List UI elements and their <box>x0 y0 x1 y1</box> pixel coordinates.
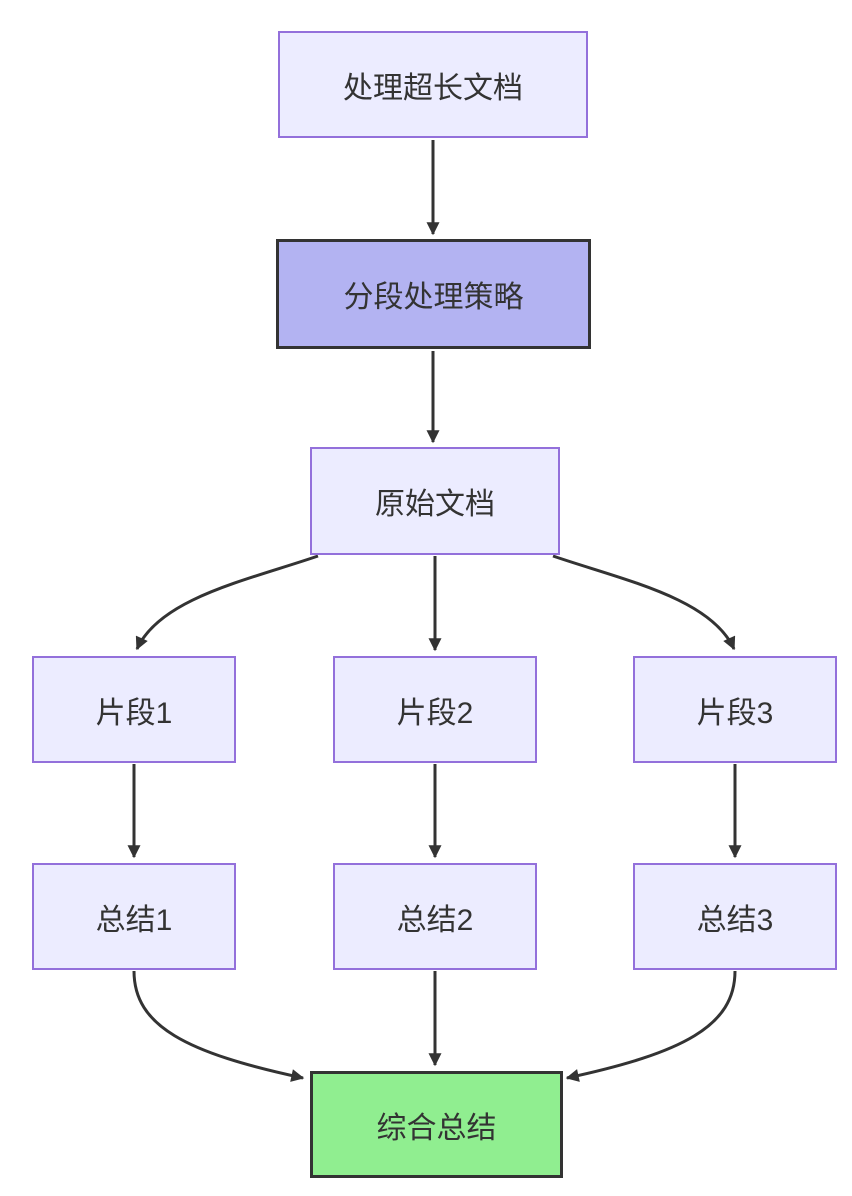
node-label: 总结3 <box>696 903 774 937</box>
node-fragment-1: 片段1 <box>32 656 236 763</box>
node-label: 总结2 <box>396 903 474 937</box>
node-label: 片段2 <box>396 696 474 730</box>
node-label: 处理超长文档 <box>343 71 523 105</box>
node-summary-1: 总结1 <box>32 863 236 970</box>
node-label: 分段处理策略 <box>343 281 524 314</box>
node-original-document: 原始文档 <box>310 447 560 555</box>
node-label: 总结1 <box>95 903 173 937</box>
edge-c-d1 <box>135 554 319 651</box>
node-label: 片段3 <box>696 696 774 730</box>
node-label: 片段1 <box>95 696 173 730</box>
node-fragment-3: 片段3 <box>633 656 837 763</box>
node-segmentation-strategy: 分段处理策略 <box>276 239 591 349</box>
node-summary-3: 总结3 <box>633 863 837 970</box>
node-process-long-document: 处理超长文档 <box>278 31 588 138</box>
edge-c-d3 <box>552 554 736 651</box>
node-final-summary: 综合总结 <box>310 1071 563 1178</box>
edge-e3-f <box>565 970 737 1082</box>
edge-e1-f <box>132 970 305 1082</box>
node-label: 原始文档 <box>375 488 495 521</box>
node-summary-2: 总结2 <box>333 863 537 970</box>
node-fragment-2: 片段2 <box>333 656 537 763</box>
node-label: 综合总结 <box>376 1111 497 1145</box>
